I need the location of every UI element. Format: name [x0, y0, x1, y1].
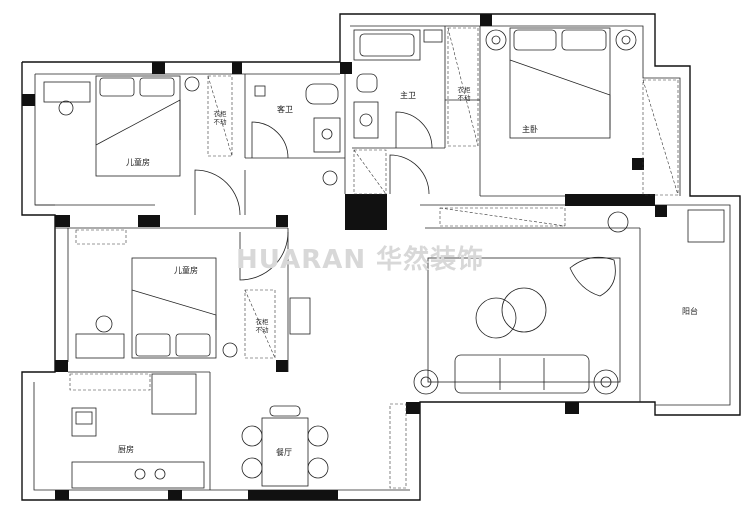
room-label-guest-bath: 客卫	[277, 104, 293, 114]
wardrobe-label-1a: 衣柜	[214, 109, 228, 118]
wardrobes	[69, 27, 679, 489]
wardrobe-label-3a: 衣柜	[256, 317, 270, 326]
dining-area: 餐厅	[241, 405, 329, 487]
kids-room-2: 儿童房 衣柜 不动	[75, 257, 311, 359]
room-label-master-bath: 主卫	[400, 90, 416, 100]
room-label-dining: 餐厅	[276, 448, 292, 457]
interior-walls	[35, 26, 641, 490]
doors	[194, 99, 480, 281]
wardrobe-label-2a: 衣柜	[458, 85, 472, 94]
room-label-master-bedroom: 主卧	[522, 124, 538, 134]
kids-room-1: 儿童房 衣柜 不动	[43, 75, 228, 177]
master-bath: 主卫 衣柜 不动	[353, 29, 472, 139]
living-room	[322, 170, 629, 395]
master-bedroom: 主卧	[485, 27, 637, 139]
room-label-kitchen: 厨房	[118, 444, 134, 454]
wardrobe-label-3b: 不动	[256, 326, 270, 334]
watermark: HUARAN 华然装饰	[236, 244, 484, 275]
room-label-kids-room-2: 儿童房	[174, 265, 198, 275]
balcony: 阳台	[682, 209, 725, 316]
kitchen: 厨房	[71, 373, 205, 489]
wardrobe-label-1b: 不动	[214, 118, 228, 126]
room-label-kids-room-1: 儿童房	[126, 157, 150, 167]
guest-bath: 客卫	[254, 83, 341, 153]
structural-columns	[22, 14, 667, 500]
wardrobe-label-2b: 不动	[458, 94, 472, 102]
room-label-balcony: 阳台	[682, 306, 698, 316]
